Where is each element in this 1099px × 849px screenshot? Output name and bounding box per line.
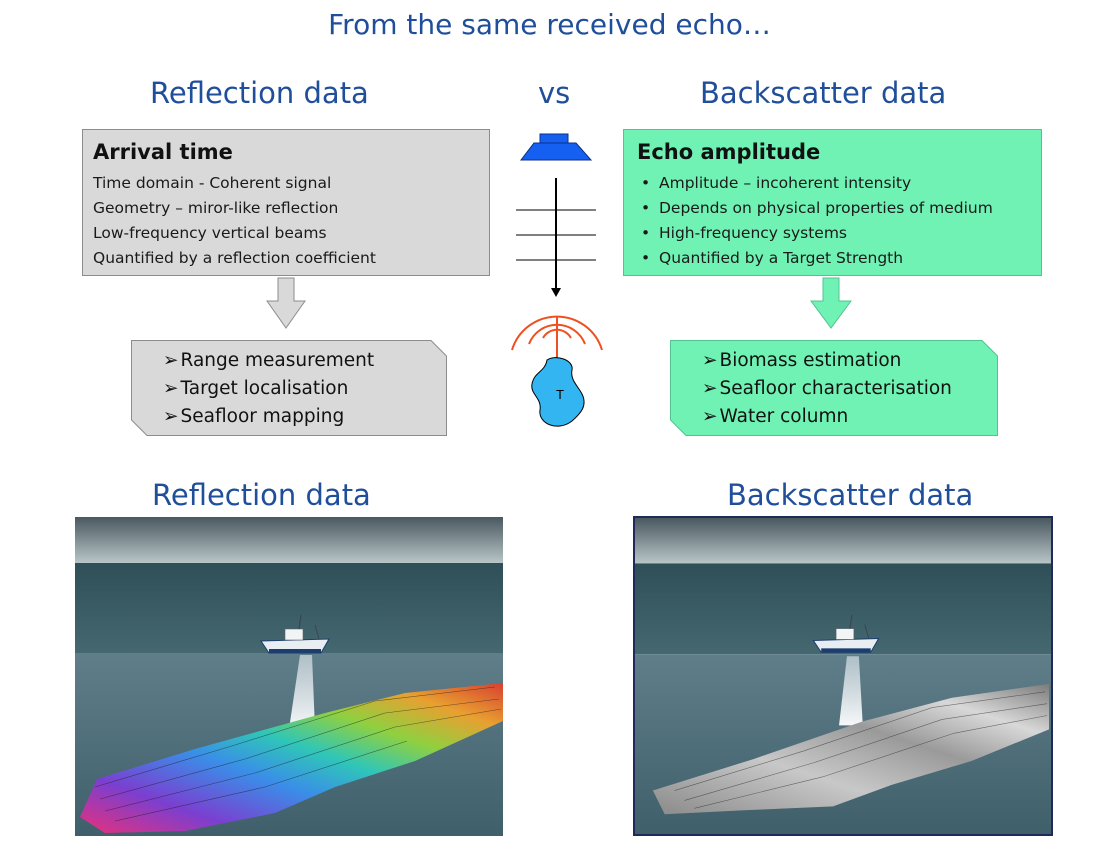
reflection-image-heading: Reflection data (152, 478, 371, 512)
backscatter-heading: Backscatter data (700, 76, 947, 110)
echo-amplitude-title: Echo amplitude (637, 140, 821, 164)
page-title: From the same received echo… (328, 8, 771, 41)
survey-ship-icon (812, 614, 880, 653)
backscatter-property: High-frequency systems (637, 221, 1041, 246)
backscatter-results-box: Biomass estimation Seafloor characterisa… (670, 340, 998, 436)
backscatter-result-item: Seafloor characterisation (702, 375, 998, 403)
bathymetry-map-image (75, 517, 503, 836)
reflection-result-item: Seafloor mapping (163, 403, 447, 431)
arrival-time-title: Arrival time (93, 140, 233, 164)
vs-label: vs (538, 76, 571, 110)
reflection-property: Quantified by a reflection coefficient (93, 249, 376, 267)
reflection-result-item: Target localisation (163, 375, 447, 403)
target-icon: T (531, 357, 585, 427)
reflection-result-item: Range measurement (163, 347, 447, 375)
down-arrow-icon (810, 277, 852, 329)
backscatter-result-item: Biomass estimation (702, 347, 998, 375)
target-label: T (555, 388, 564, 402)
transducer-icon (519, 133, 593, 161)
survey-ship-icon (260, 614, 330, 654)
reflection-property: Time domain - Coherent signal (93, 174, 332, 192)
arrival-time-box: Arrival time Time domain - Coherent sign… (82, 129, 490, 276)
echo-amplitude-box: Echo amplitude Amplitude – incoherent in… (623, 129, 1042, 276)
sonar-diagram: T (511, 133, 603, 427)
reflection-property: Low-frequency vertical beams (93, 224, 327, 242)
reflection-property: Geometry – miror-like reflection (93, 199, 339, 217)
backscatter-property: Amplitude – incoherent intensity (637, 171, 1041, 196)
backscatter-property: Depends on physical properties of medium (637, 196, 1041, 221)
down-arrow-icon (266, 277, 306, 329)
signal-path (516, 178, 596, 297)
reflection-results-box: Range measurement Target localisation Se… (131, 340, 447, 436)
backscatter-property: Quantified by a Target Strength (637, 246, 1041, 271)
reflection-heading: Reflection data (150, 76, 369, 110)
backscatter-image-heading: Backscatter data (727, 478, 974, 512)
backscatter-result-item: Water column (702, 403, 998, 431)
backscatter-map-image (633, 516, 1053, 836)
